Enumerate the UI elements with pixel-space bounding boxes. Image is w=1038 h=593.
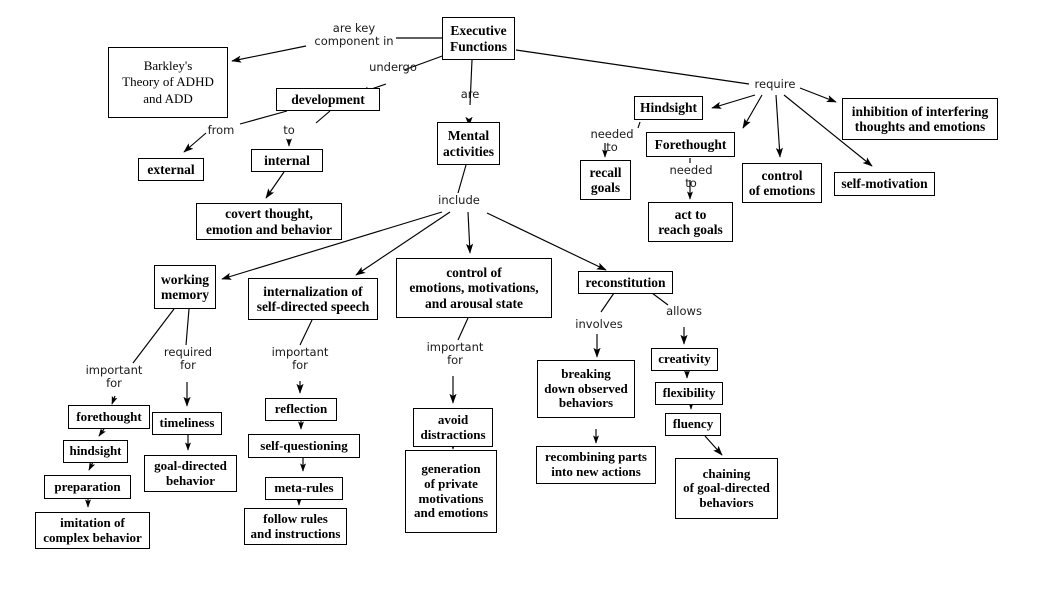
node-forethought-top[interactable]: Forethought — [646, 132, 735, 157]
node-forethought-wm[interactable]: forethought — [68, 405, 150, 429]
link-label-needed-to-act: needed to — [669, 163, 713, 190]
node-barkley-theory[interactable]: Barkley's Theory of ADHD and ADD — [108, 47, 228, 118]
node-internal[interactable]: internal — [251, 149, 323, 172]
node-flexibility[interactable]: flexibility — [655, 382, 723, 405]
node-covert-thought[interactable]: covert thought, emotion and behavior — [196, 203, 342, 240]
node-avoid-distractions[interactable]: avoid distractions — [413, 408, 493, 447]
link-label-required-for: required for — [163, 345, 213, 372]
node-creativity[interactable]: creativity — [651, 348, 718, 371]
link-label-to: to — [283, 123, 295, 137]
link-label-require: require — [754, 77, 796, 91]
link-label-include: include — [438, 193, 480, 207]
link-label-needed-to-recall: needed to — [590, 127, 634, 154]
node-fluency[interactable]: fluency — [665, 413, 721, 436]
link-label-are-key-component-in: are key component in — [314, 21, 394, 48]
node-control-of-emotions[interactable]: control of emotions — [742, 163, 822, 203]
node-breaking-down[interactable]: breaking down observed behaviors — [537, 360, 635, 418]
node-development[interactable]: development — [276, 88, 380, 111]
node-chaining[interactable]: chaining of goal-directed behaviors — [675, 458, 778, 519]
node-follow-rules[interactable]: follow rules and instructions — [244, 508, 347, 545]
node-self-questioning[interactable]: self-questioning — [248, 434, 360, 458]
node-hindsight-wm[interactable]: hindsight — [63, 440, 128, 463]
link-label-allows: allows — [666, 304, 702, 318]
link-label-important-for-speech: important for — [271, 345, 329, 372]
node-hindsight-top[interactable]: Hindsight — [634, 96, 703, 120]
node-external[interactable]: external — [138, 158, 204, 181]
node-inhibition[interactable]: inhibition of interfering thoughts and e… — [842, 98, 998, 140]
node-control-emotions-motivations[interactable]: control of emotions, motivations, and ar… — [396, 258, 552, 318]
node-working-memory[interactable]: working memory — [154, 265, 216, 309]
node-generation-private[interactable]: generation of private motivations and em… — [405, 450, 497, 533]
node-executive-functions[interactable]: Executive Functions — [442, 17, 515, 60]
link-label-from: from — [207, 123, 235, 137]
node-act-to-reach-goals[interactable]: act to reach goals — [648, 202, 733, 242]
node-imitation[interactable]: imitation of complex behavior — [35, 512, 150, 549]
node-preparation[interactable]: preparation — [44, 475, 131, 499]
link-label-undergo: undergo — [369, 60, 417, 74]
node-mental-activities[interactable]: Mental activities — [437, 122, 500, 165]
node-reconstitution[interactable]: reconstitution — [578, 271, 673, 294]
link-label-involves: involves — [575, 317, 623, 331]
node-self-motivation[interactable]: self-motivation — [834, 172, 935, 196]
node-internalization[interactable]: internalization of self-directed speech — [248, 278, 378, 320]
node-recall-goals[interactable]: recall goals — [580, 160, 631, 200]
link-label-important-for-control: important for — [426, 340, 484, 367]
node-timeliness[interactable]: timeliness — [152, 412, 222, 435]
link-label-important-for-working-memory: important for — [85, 363, 143, 390]
link-label-are: are — [460, 87, 480, 101]
node-meta-rules[interactable]: meta-rules — [265, 477, 343, 500]
node-recombining[interactable]: recombining parts into new actions — [536, 446, 656, 484]
node-goal-directed-behavior[interactable]: goal-directed behavior — [144, 455, 237, 492]
node-reflection[interactable]: reflection — [265, 398, 337, 421]
